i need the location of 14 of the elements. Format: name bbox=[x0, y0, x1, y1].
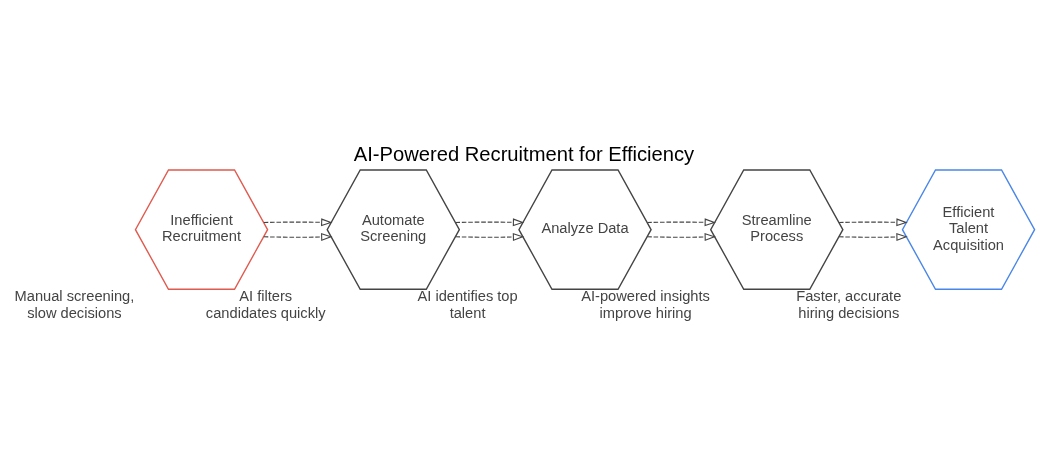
arrow bbox=[838, 232, 908, 241]
diagram-title: AI-Powered Recruitment for Efficiency bbox=[353, 141, 695, 164]
node-label: Manual screening, slow decisions bbox=[14, 287, 135, 321]
node-label: AI identifies top talent bbox=[417, 287, 518, 321]
node-label: AI-powered insights improve hiring bbox=[581, 287, 710, 321]
arrow bbox=[646, 232, 716, 241]
arrow bbox=[263, 232, 333, 241]
node-label: Faster, accurate hiring decisions bbox=[796, 287, 902, 321]
arrow bbox=[455, 217, 525, 226]
node-label: AI filters candidates quickly bbox=[205, 287, 326, 321]
arrow bbox=[838, 217, 908, 226]
arrow bbox=[455, 232, 525, 241]
arrow bbox=[646, 217, 716, 226]
arrow bbox=[263, 217, 333, 226]
